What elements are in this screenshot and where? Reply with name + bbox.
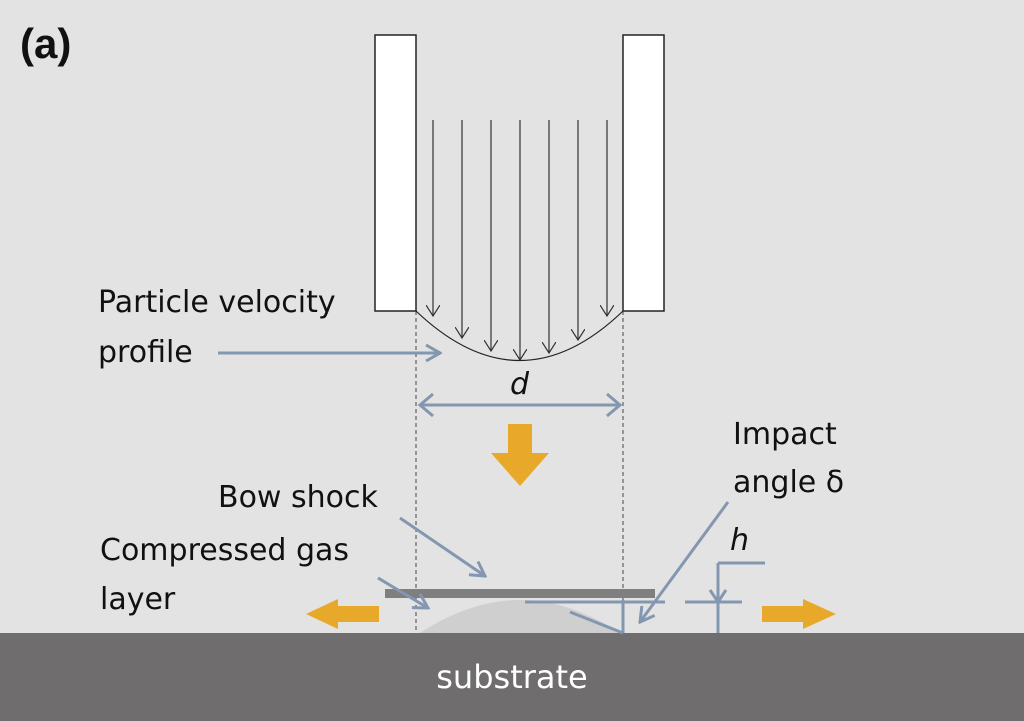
nozzle-wall-right [622, 34, 665, 312]
impact-angle-label-line2: angle δ [733, 465, 845, 500]
substrate-label: substrate [436, 658, 588, 696]
dashed-guides [415, 311, 624, 633]
impinging-plate [385, 589, 655, 598]
panel-label: (a) [20, 20, 72, 67]
compressed-gas-pointer [377, 576, 428, 608]
height-marker [685, 561, 765, 633]
flow-direction-arrow [491, 424, 549, 486]
compressed-gas-mound [420, 600, 622, 633]
bow-shock-label: Bow shock [218, 480, 378, 515]
velocity-profile-curve [415, 310, 624, 361]
substrate [0, 633, 1024, 721]
velocity-profile-label-line2: profile [98, 335, 193, 370]
right-flow-arrow [762, 599, 836, 629]
velocity-profile-label-line1: Particle velocity [98, 285, 336, 320]
bow-shock-pointer [399, 516, 485, 576]
nozzle-wall-left [374, 34, 417, 312]
diameter-label: d [510, 367, 530, 402]
velocity-profile-arrows [433, 120, 607, 360]
diameter-arrow [417, 392, 623, 418]
impact-angle-lines [525, 600, 665, 635]
compressed-gas-label-line1: Compressed gas [100, 533, 350, 568]
compressed-gas-label-line2: layer [100, 582, 176, 617]
height-label: h [730, 523, 750, 558]
impact-angle-pointer [640, 501, 730, 622]
impact-angle-label-line1: Impact [733, 417, 837, 452]
left-flow-arrow [306, 599, 379, 629]
